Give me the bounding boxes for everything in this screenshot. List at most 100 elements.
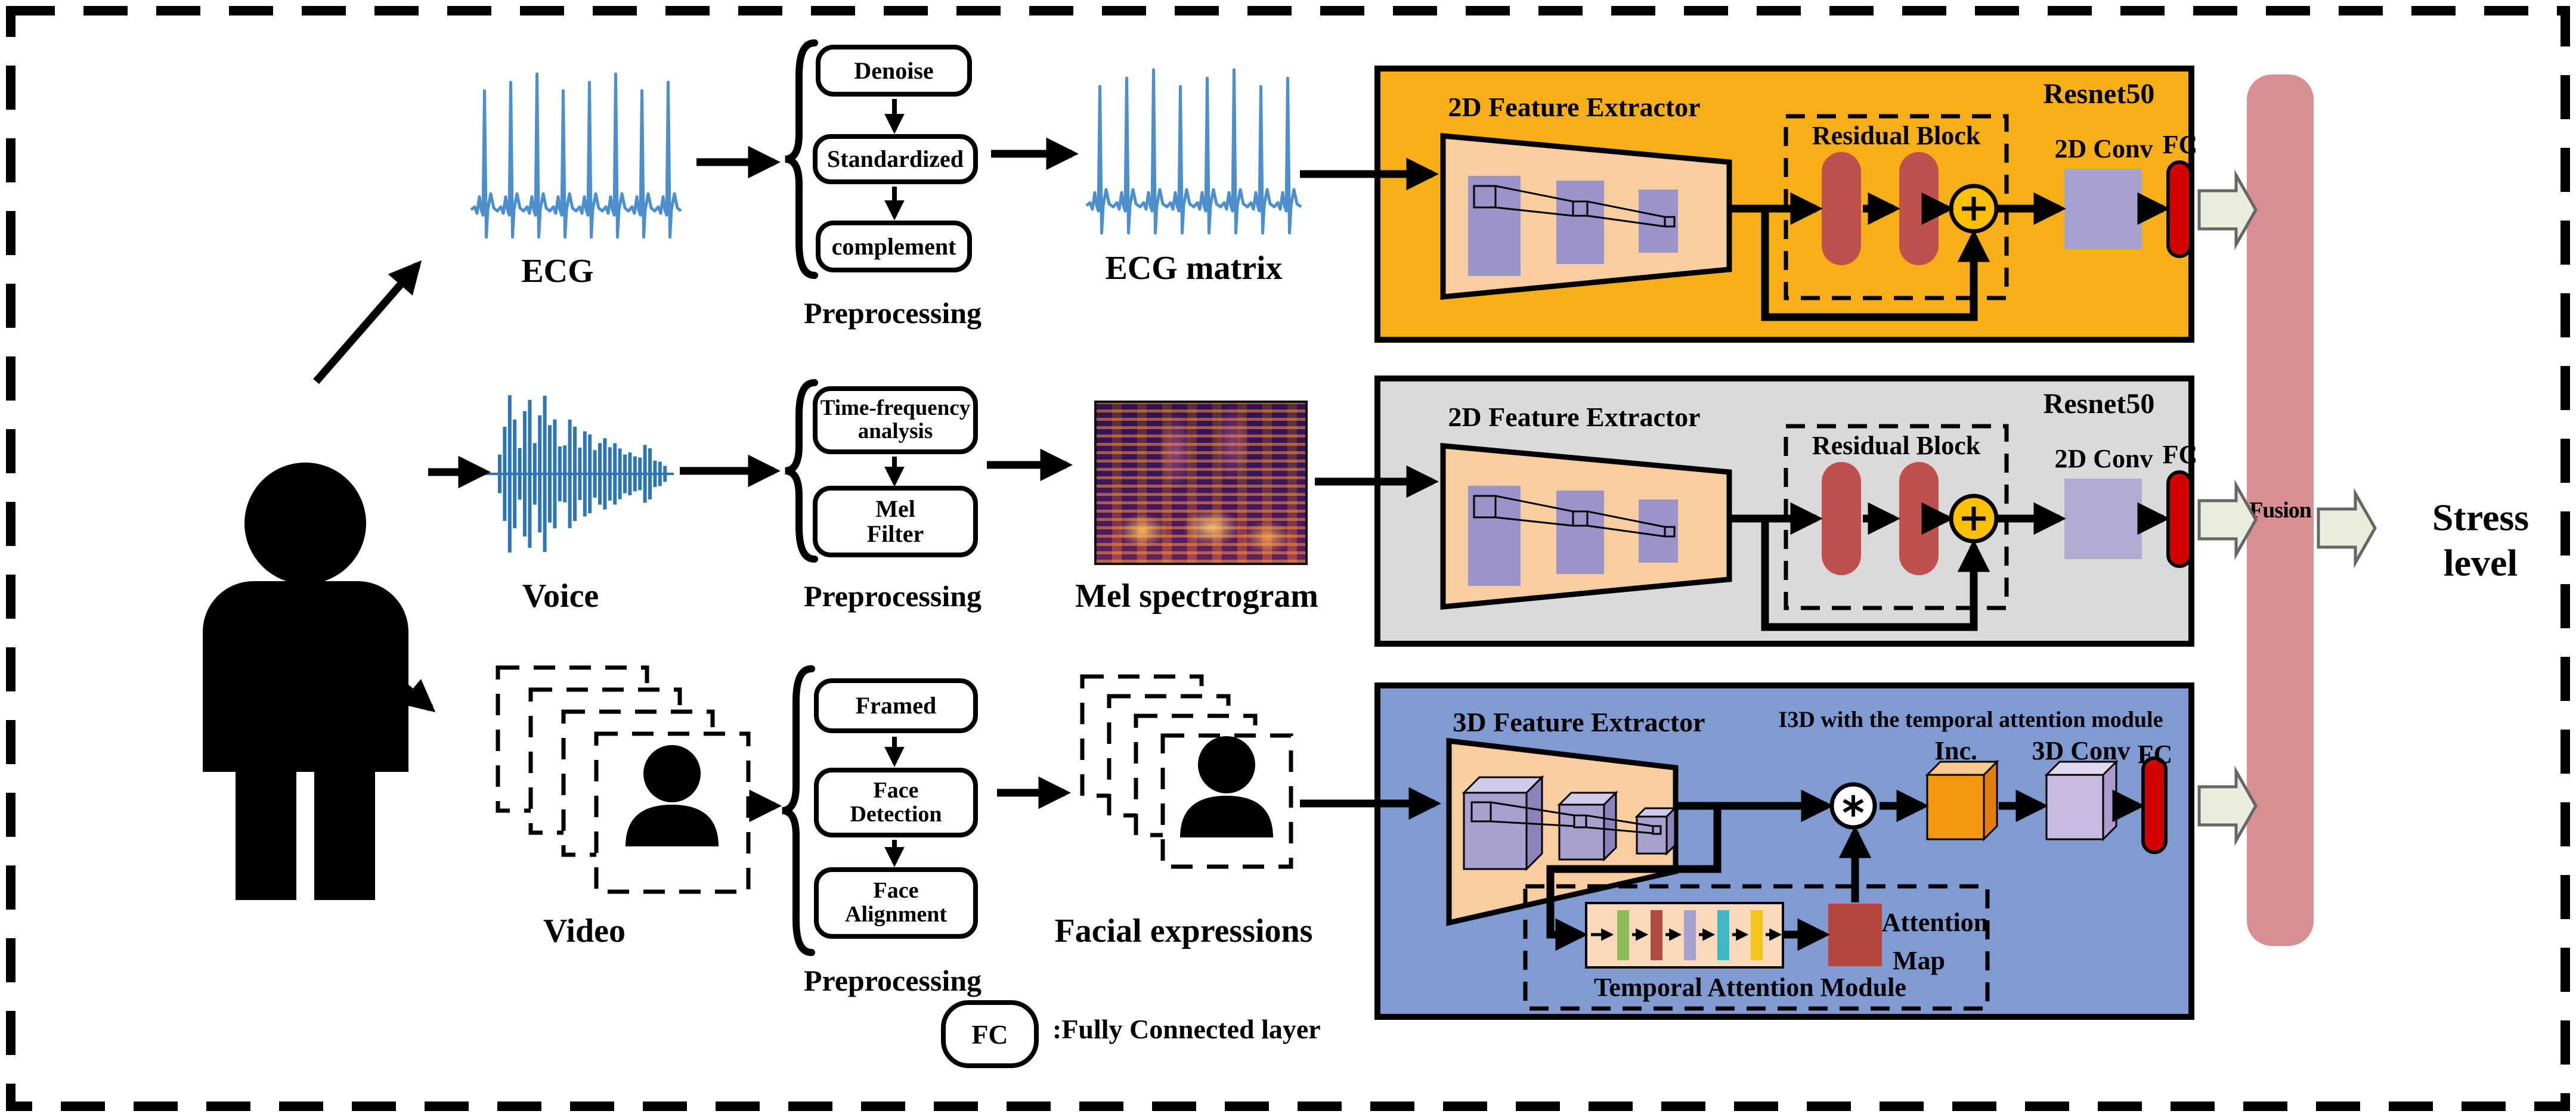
video-feature-cube [1603,790,1617,862]
inc-cube [1983,759,1998,842]
video-feature-cube [1665,806,1676,856]
voice-model-label: Resnet50 [2043,388,2155,420]
video-preprocessing-label: Preprocessing [803,964,982,997]
ecg-kernel [1664,216,1676,228]
ecg-to-fusion-arrow [2197,169,2258,250]
video-preprocessing-brace [781,665,815,956]
video-model-label: I3D with the temporal attention module [1778,707,2163,733]
ecg-feature-map [1468,176,1521,276]
output-label-line1: Stress [2432,496,2529,539]
facial-expressions-label: Facial expressions [1054,912,1313,950]
attention-map-label-1: Attention [1881,908,1989,938]
video-fc-capsule [2141,756,2168,854]
fusion-to-output-arrow [2317,488,2377,569]
legend-fc-symbol: FC [941,1000,1039,1068]
ecg-preprocessing-brace [784,39,818,279]
voice-kernel-line [1587,525,1665,538]
facial-frames-icon-bust-icon [1180,796,1273,837]
voice-residual-capsule [1899,462,1939,575]
voice-residual-capsule [1822,462,1861,575]
ecg-kernel-line [1587,215,1665,228]
tam-layer-bar [1651,910,1662,960]
voice-preprocessing-brace [784,379,818,563]
video-input-label: Video [543,912,626,950]
video-feature-cube [1463,792,1528,870]
mel-spectrogram-label: Mel spectrogram [1075,577,1318,615]
skip-connection-arrow [1761,519,1990,631]
tam-layer-bar [1684,910,1696,960]
voice-kernel-line [1587,510,1665,528]
voice-kernel-line [1495,516,1574,527]
voice-waveform [498,395,667,553]
ecg-extractor-label: 2D Feature Extractor [1448,92,1701,123]
video-to-fusion-arrow [2197,765,2258,846]
video-feature-cube [1558,803,1605,861]
voice-preprocessing-label: Preprocessing [803,579,982,613]
video-kernel-line [1490,801,1575,817]
video-kernel [1573,814,1587,829]
time-frequency-box: Time-frequency analysis [813,386,978,454]
ecg-feature-map [1556,181,1604,264]
complement-box: complement [816,221,972,272]
voice-to-fusion-arrow [2197,479,2258,560]
tam-layer-bar [1751,910,1763,960]
conv3d-cube [2102,759,2117,842]
person-icon [203,685,408,772]
person-icon [236,772,296,900]
inc-cube [1926,774,1985,840]
tam-layer-bar [1717,910,1729,960]
facial-frames-icon-bust-icon [1198,736,1255,793]
ecg-residual-capsule [1899,152,1939,265]
video-kernel [1470,801,1492,823]
ecg-residual-capsule [1822,152,1861,265]
voice-feature-map [1468,486,1521,586]
ecg-matrix-waveform [1085,68,1302,235]
attention-map-square [1828,904,1882,966]
video-kernel-line [1586,814,1654,827]
denoise-box: Denoise [816,45,972,97]
video-feature-cube [1636,815,1668,855]
mel-spectrogram-image [1094,401,1308,565]
voice-kernel [1664,526,1676,538]
video-kernel-line [1490,820,1575,827]
person-to-video-arrow [316,612,436,712]
standardized-box: Standardized [813,134,978,184]
ecg-conv-label: 2D Conv [2054,134,2153,164]
video-kernel-line [1586,826,1654,834]
ecg-kernel [1572,200,1589,217]
video-kernel [1652,825,1662,835]
ecg-kernel-line [1495,206,1574,217]
tam-label: Temporal Attention Module [1594,973,1906,1003]
voice-feature-map [1639,499,1678,563]
inc-label: Inc. [1934,736,1978,766]
ecg-conv2d-square [2064,169,2142,249]
voice-residual-label: Residual Block [1812,431,1981,461]
person-icon [244,463,366,584]
ecg-kernel-line [1587,200,1665,218]
ecg-waveform [470,72,682,239]
ecg-input-label: ECG [521,252,594,290]
conv3d-cube [2045,774,2104,840]
output-label-line2: level [2443,541,2518,584]
tam-branch-arrow [1546,806,1722,951]
skip-connection-arrow [1761,209,1990,321]
ecg-kernel [1473,185,1497,209]
voice-extractor-label: 2D Feature Extractor [1448,402,1701,433]
voice-input-label: Voice [522,577,599,615]
ecg-residual-label: Residual Block [1812,121,1981,151]
ecg-feature-map [1639,190,1678,253]
person-icon [314,772,375,900]
figure-border [6,6,2570,1111]
voice-fc-capsule [2166,470,2193,568]
ecg-matrix-label: ECG matrix [1105,249,1283,287]
ecg-fc-capsule [2166,160,2193,258]
voice-fc-label: FC [2162,440,2198,470]
voice-conv2d-square [2064,479,2142,559]
legend-fc-text: :Fully Connected layer [1052,1014,1321,1045]
voice-kernel [1572,510,1589,527]
ecg-kernel-line [1495,185,1574,203]
ecg-model-label: Resnet50 [2043,78,2155,110]
video-extractor-label: 3D Feature Extractor [1453,707,1705,738]
